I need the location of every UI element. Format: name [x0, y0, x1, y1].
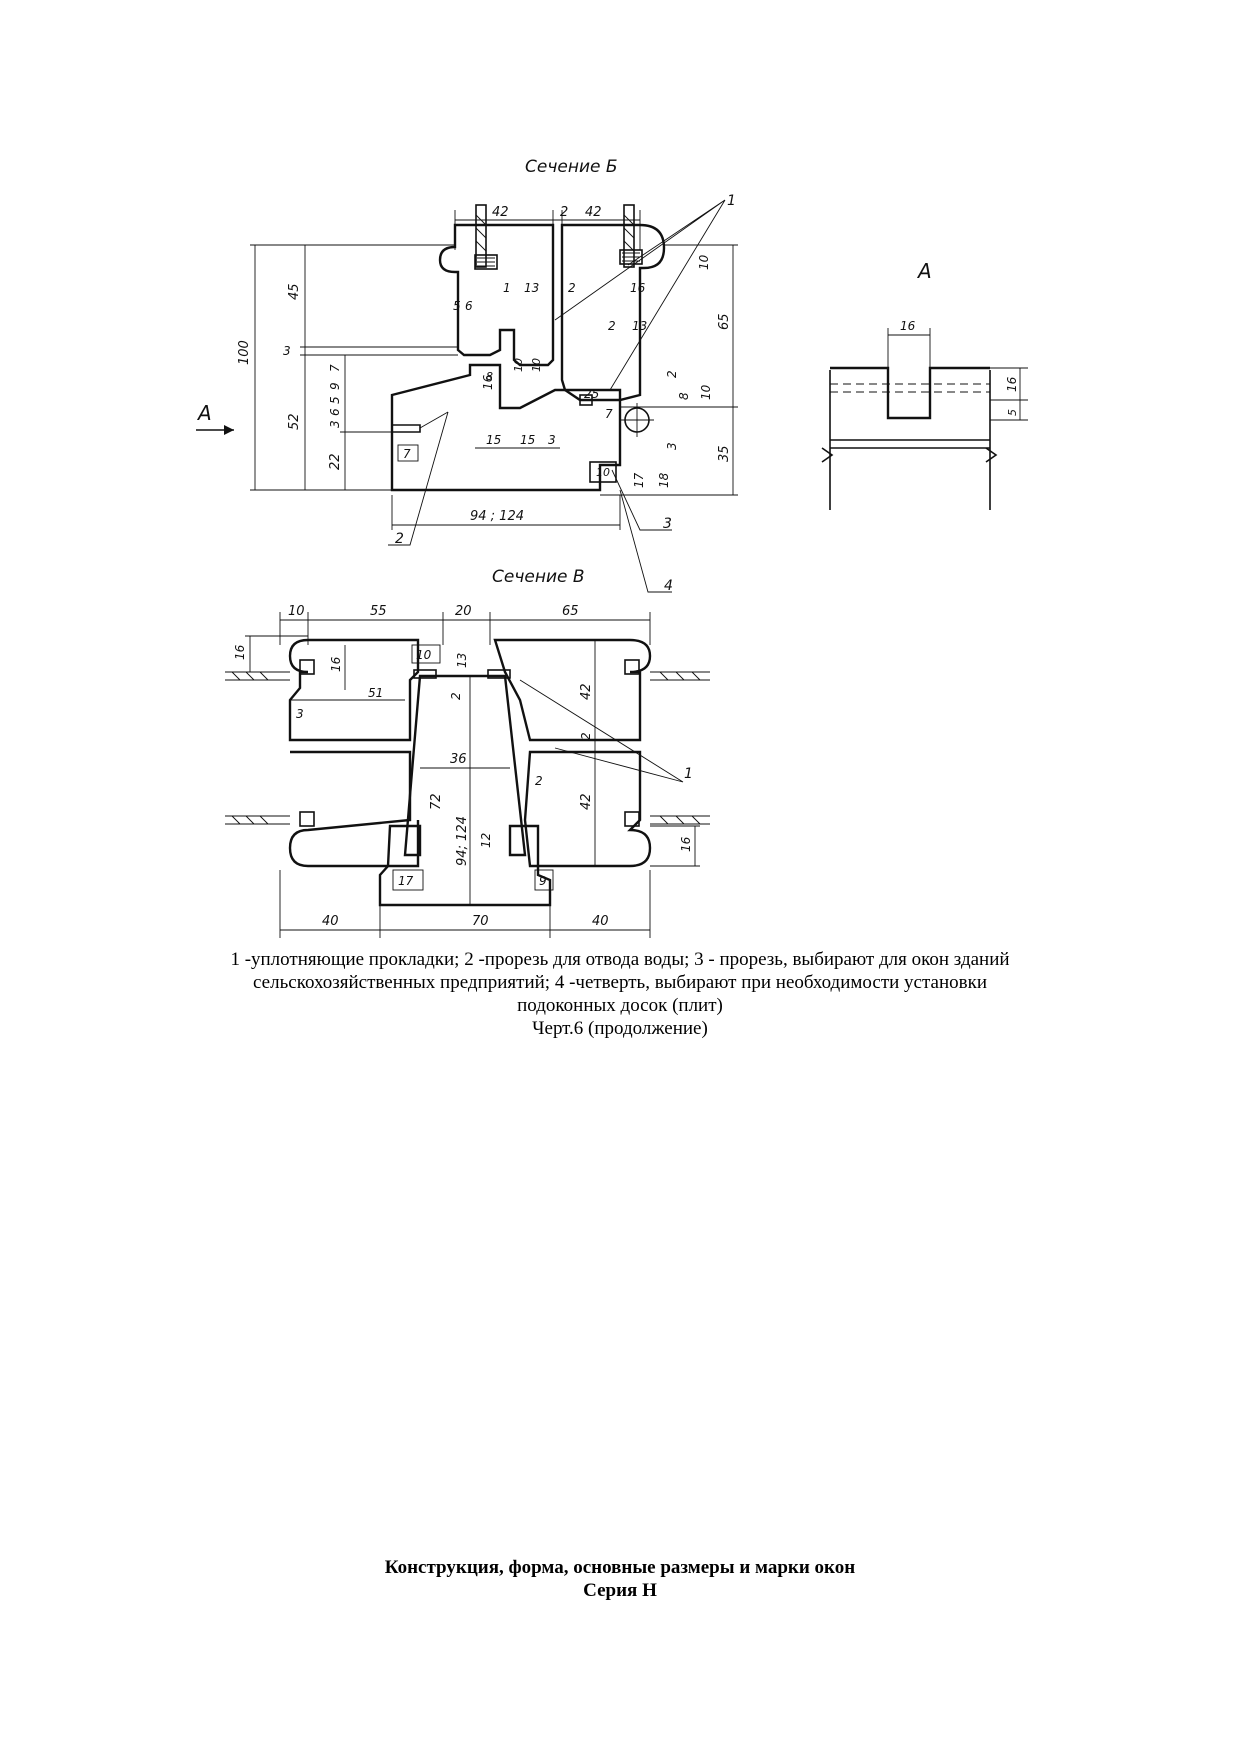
dim-mid-10b: 10 [530, 358, 543, 372]
dim-stack-6: 6 [328, 408, 342, 416]
dim-45: 45 [287, 283, 302, 300]
arrow-label: А [196, 401, 212, 425]
dim-52: 52 [287, 413, 302, 430]
dim-r-2: 2 [665, 370, 679, 378]
callout-1: 1 [727, 193, 736, 209]
caption-line-2: сельскохозяйственных предприятий; 4 -чет… [253, 972, 987, 993]
v-dim-c-2b: 2 [535, 774, 543, 788]
v-dim-l-13: 13 [455, 653, 469, 668]
v-dim-b-17: 17 [398, 874, 414, 888]
dim-100: 100 [237, 340, 252, 365]
dim-width: 94 ; 124 [470, 509, 524, 524]
dim-top-right: 42 [585, 205, 602, 220]
dim-r-10b: 10 [699, 384, 713, 400]
dim-b-17: 17 [632, 472, 646, 488]
v-callout-1: 1 [684, 766, 693, 782]
dim-small-6: 6 [465, 299, 473, 313]
dim-r-8: 8 [677, 392, 691, 400]
dim-rail-25: 25 [584, 387, 599, 401]
section-b-title: Сечение Б [525, 157, 618, 177]
dim-small-8: 8 [486, 370, 493, 383]
figure-number: Черт.6 (продолжение) [532, 1018, 708, 1039]
v-dim-bot-40: 40 [322, 914, 339, 929]
v-dim-l-51: 51 [368, 686, 383, 700]
dim-r-35: 35 [717, 445, 732, 462]
dim-right-2: 2 [608, 319, 616, 333]
dim-rail-16: 16 [481, 374, 495, 390]
dim-b-15a: 15 [486, 433, 501, 447]
dim-b-15b: 15 [520, 433, 535, 447]
dim-stack-7: 7 [328, 364, 342, 372]
v-dim-l-10: 10 [416, 648, 432, 662]
dim-22: 22 [328, 453, 343, 470]
dim-b-7: 7 [403, 447, 411, 461]
arrow-right-icon [224, 425, 234, 435]
v-dim-top-10: 10 [288, 604, 305, 619]
dim-right-16: 16 [630, 281, 646, 295]
callout-3: 3 [663, 516, 672, 532]
v-dim-r-2: 2 [579, 732, 593, 740]
view-a-title: А [916, 259, 932, 283]
v-dim-b-9: 9 [539, 874, 547, 888]
callout-4: 4 [664, 578, 673, 594]
dim-stack-3: 3 [328, 420, 342, 428]
caption-line-1: 1 -уплотняющие прокладки; 2 -прорезь для… [230, 949, 1010, 970]
dim-r-3: 3 [665, 442, 679, 450]
callout-2: 2 [395, 531, 404, 547]
v-dim-c-12: 12 [479, 833, 493, 848]
v-dim-c-72: 72 [429, 793, 444, 810]
dim-stack-9: 9 [328, 382, 342, 390]
dim-small-5: 5 [453, 299, 461, 313]
dim-stack-5: 5 [328, 396, 342, 404]
v-dim-top-55: 55 [370, 604, 387, 619]
dim-b-10: 10 [596, 466, 610, 479]
dim-right-13: 13 [632, 319, 647, 333]
view-a-dim-w16: 16 [900, 319, 916, 333]
caption-line-3: подоконных досок (плит) [517, 995, 723, 1016]
dim-top-gap: 2 [560, 205, 568, 220]
v-dim-c-2: 2 [449, 692, 463, 700]
v-dim-r-42: 42 [579, 683, 594, 700]
v-dim-r-16: 16 [679, 836, 693, 852]
dim-b-3: 3 [548, 433, 556, 447]
v-dim-top-20: 20 [455, 604, 472, 619]
dim-r-65: 65 [717, 313, 732, 330]
drawing-svg: Сечение Б 42 2 42 100 45 3 52 22 7 9 5 6… [196, 157, 1028, 938]
dim-r-10: 10 [697, 254, 711, 270]
technical-drawing: Сечение Б 42 2 42 100 45 3 52 22 7 9 5 6… [196, 157, 1028, 938]
dim-3-top: 3 [283, 344, 291, 358]
view-a-dim-h5: 5 [1006, 409, 1019, 416]
v-dim-l-16: 16 [233, 644, 247, 660]
page-footer: Конструкция, форма, основные размеры и м… [170, 1556, 1070, 1602]
dim-mid-10: 10 [512, 358, 525, 372]
dim-b-18: 18 [657, 472, 671, 488]
v-dim-bot-70: 70 [472, 914, 489, 929]
v-dim-r-42b: 42 [579, 793, 594, 810]
dim-top-left: 42 [492, 205, 509, 220]
dim-mid-13: 13 [524, 281, 539, 295]
v-dim-c-width: 94; 124 [455, 816, 470, 866]
footer-series: Серия Н [583, 1580, 657, 1601]
v-dim-l-3: 3 [296, 707, 304, 721]
figure-caption: 1 -уплотняющие прокладки; 2 -прорезь для… [170, 948, 1070, 1040]
dim-mid-2: 2 [568, 281, 576, 295]
v-dim-c-36: 36 [450, 752, 467, 767]
dim-b-7b: 7 [605, 407, 613, 421]
v-dim-bot-40b: 40 [592, 914, 609, 929]
section-v-title: Сечение В [492, 567, 585, 587]
footer-title: Конструкция, форма, основные размеры и м… [384, 1557, 856, 1578]
v-dim-l-16b: 16 [329, 656, 343, 672]
view-a-dim-h16: 16 [1005, 376, 1019, 392]
v-dim-top-65: 65 [562, 604, 579, 619]
dim-mid-1: 1 [503, 281, 511, 295]
